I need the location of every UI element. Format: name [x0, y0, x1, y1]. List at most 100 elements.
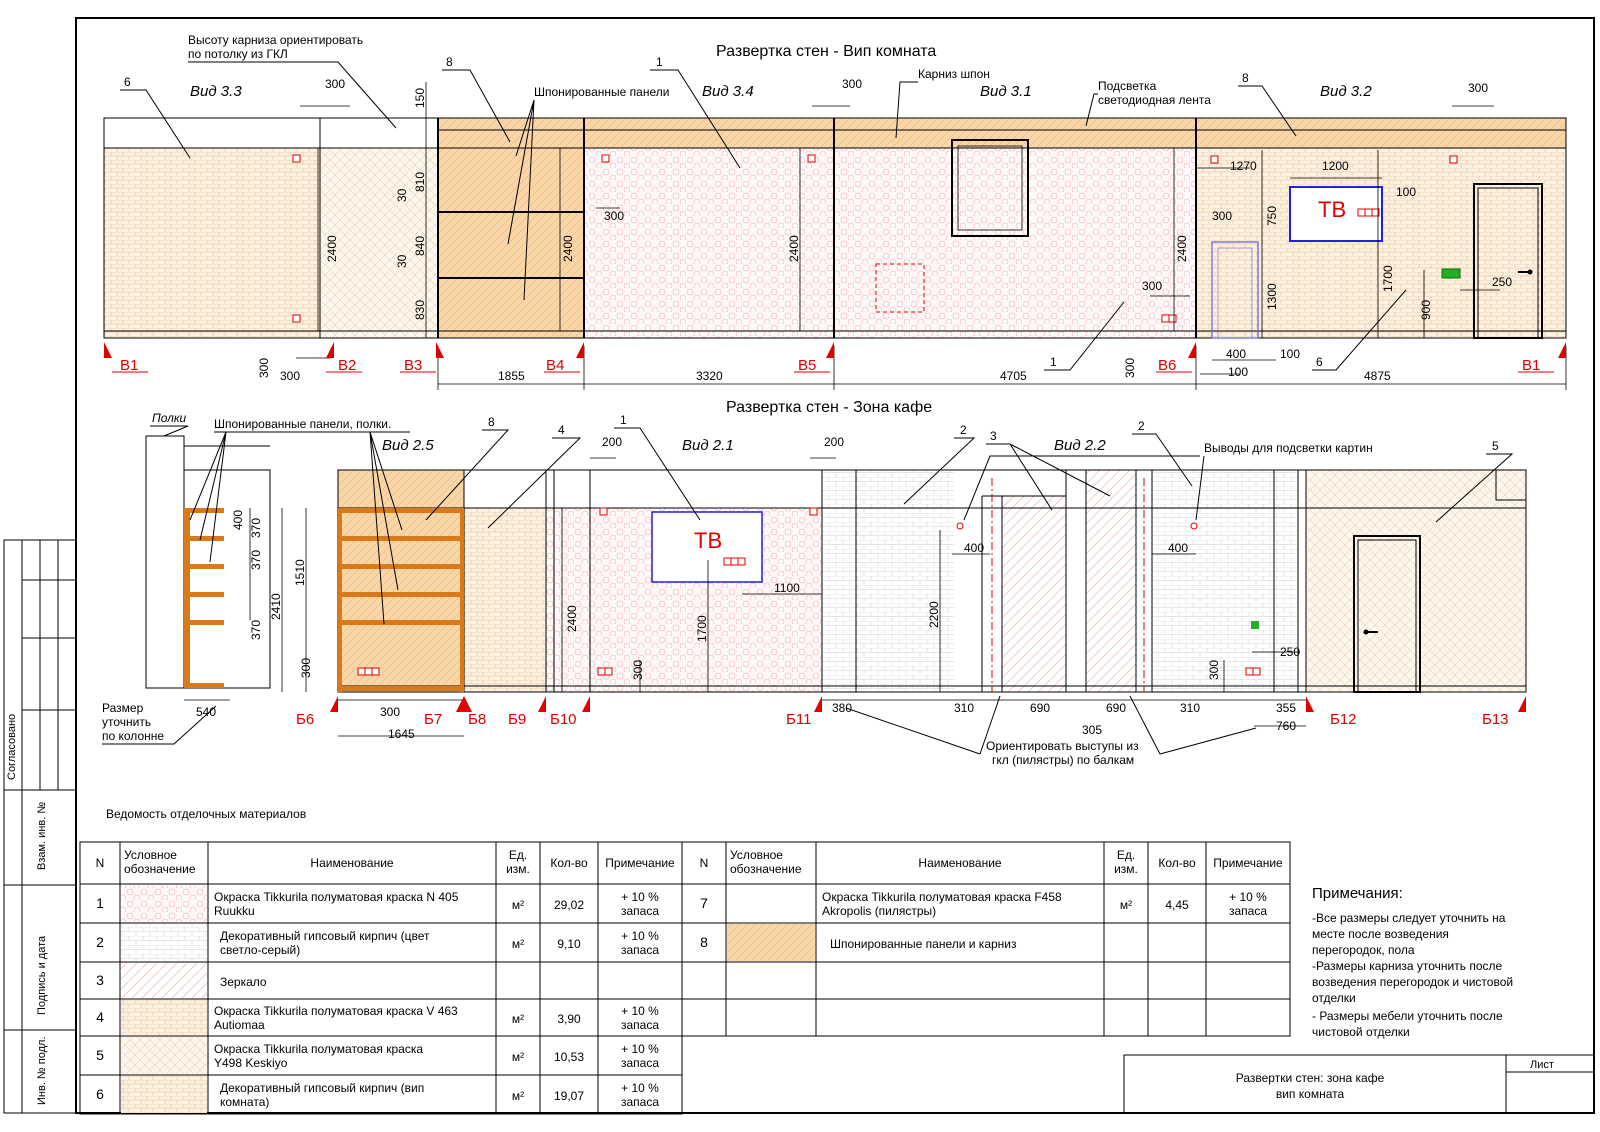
cornice-veneer: [438, 118, 1566, 148]
marker-b9: Б9: [508, 711, 526, 728]
note-line-5: возведения перегородок и чистовой: [1312, 975, 1513, 989]
note-pilasters-1: Ориентировать выступы из: [986, 739, 1139, 753]
dim-690-b: 690: [1106, 701, 1126, 715]
dim-400-b: 400: [964, 541, 984, 555]
socket-icon: [292, 314, 301, 323]
note-column-size-2: уточнить: [102, 715, 151, 729]
dim-310-b: 310: [1180, 701, 1200, 715]
note-cornice-veneer: Карниз шпон: [918, 67, 990, 81]
dim-1645: 1645: [388, 727, 415, 741]
dim-310-a: 310: [954, 701, 974, 715]
brick-grey-2: [1152, 470, 1298, 692]
dim-1855: 1855: [498, 369, 525, 383]
dim-540: 540: [196, 705, 216, 719]
marker-b11: Б11: [786, 711, 811, 728]
marker-b10: Б10: [550, 711, 577, 728]
socket-icon: [807, 154, 816, 163]
switch-icon-cafe: [1251, 621, 1259, 629]
leader-b-3: 3: [990, 429, 997, 443]
wall-segment-b2: [320, 148, 438, 338]
dim-4875: 4875: [1364, 369, 1391, 383]
mirror-1: [1002, 496, 1066, 692]
marker-v1-end: В1: [1522, 357, 1540, 374]
vip-brick-wall-1: [104, 148, 320, 338]
bottom-elevation: ТВ Вид 2.5 Вид 2.1 Вид 2.2 Полки Шпониро…: [102, 411, 1527, 767]
note-veneer-shelves: Шпонированные панели, полки.: [214, 417, 391, 431]
dim-30-a: 30: [395, 188, 409, 202]
dim-355: 355: [1276, 701, 1296, 715]
picture-light-2: [1190, 522, 1198, 530]
dim-300-d: 300: [604, 209, 624, 223]
tv-label-cafe: ТВ: [694, 528, 722, 553]
materials-title: Ведомость отделочных материалов: [106, 807, 306, 821]
note-line-8: чистовой отделки: [1312, 1025, 1410, 1039]
socket-icon: [1449, 155, 1458, 164]
swatch-4: [121, 1000, 207, 1035]
dim-300-c: 300: [1468, 81, 1488, 95]
marker-b13: Б13: [1482, 711, 1509, 728]
socket-icon: [1357, 208, 1366, 217]
stamp-sign-date: Подпись и дата: [36, 935, 48, 1015]
dim-2200: 2200: [927, 601, 941, 628]
note-cornice-height-2: по потолку из ГКЛ: [188, 47, 288, 61]
swatch-6: [121, 1076, 207, 1113]
dim-300-h: 300: [1212, 209, 1232, 223]
marker-v5: В5: [798, 357, 816, 374]
stamp-agreed: Согласовано: [6, 714, 18, 780]
note-shelves: Полки: [152, 411, 187, 425]
note-line-7: - Размеры мебели уточнить после: [1312, 1009, 1503, 1023]
leader-b-5: 5: [1492, 439, 1499, 453]
top-title: Развертка стен - Вип комната: [716, 43, 936, 60]
marker-b6: Б6: [296, 711, 314, 728]
dim-300-v2: 300: [1123, 358, 1137, 378]
dim-200-a: 200: [602, 435, 622, 449]
bottom-title: Развертка стен - Зона кафе: [726, 399, 932, 416]
note-line-1: -Все размеры следует уточнить на: [1312, 911, 1506, 925]
dim-300-b: 300: [842, 77, 862, 91]
stamp-inv-replace: Взам. инв. №: [36, 802, 48, 870]
marker-v4: В4: [546, 357, 564, 374]
dim-2410: 2410: [269, 593, 283, 620]
dim-200-b: 200: [824, 435, 844, 449]
swatch-1: [121, 885, 207, 922]
dim-300-b2: 300: [380, 705, 400, 719]
marker-v6: В6: [1158, 357, 1176, 374]
dim-760: 760: [1276, 719, 1296, 733]
tv-label-top: ТВ: [1318, 197, 1346, 222]
switch-icon: [1441, 268, 1461, 279]
note-line-2: месте после возведения: [1312, 927, 1449, 941]
stamp-inv-original: Инв. № подл.: [36, 1036, 48, 1105]
marker-b12: Б12: [1330, 711, 1357, 728]
note-lighting-1: Подсветка: [1098, 79, 1157, 93]
leader-1-a: 1: [656, 55, 663, 69]
note-veneer-panels: Шпонированные панели: [534, 85, 669, 99]
note-picture-lights: Выводы для подсветки картин: [1204, 441, 1373, 455]
dim-300-f: 300: [280, 369, 300, 383]
dim-370-b: 370: [249, 550, 263, 570]
view-2-1: Вид 2.1: [682, 437, 734, 454]
dim-300-b1: 300: [299, 658, 313, 678]
dim-400-c: 400: [1168, 541, 1188, 555]
dim-380: 380: [832, 701, 852, 715]
wall-autiomaa: [464, 508, 546, 692]
notes-block: Примечания: -Все размеры следует уточнит…: [1312, 885, 1513, 1039]
socket-icon: [1371, 208, 1380, 217]
socket-icon: [601, 154, 610, 163]
painted-wall-3-4: [584, 148, 1196, 338]
view-3-4: Вид 3.4: [702, 83, 754, 100]
dim-1700-cafe: 1700: [695, 615, 709, 642]
veneer-shelves-wall: [338, 470, 464, 692]
note-line-6: отделки: [1312, 991, 1356, 1005]
side-stamp: Согласовано Взам. инв. № Подпись и дата …: [3, 539, 77, 1114]
dim-2400-cafe: 2400: [565, 605, 579, 632]
note-cornice-height-1: Высоту карниза ориентировать: [188, 33, 363, 47]
leader-b-2a: 2: [960, 423, 967, 437]
dim-30-b: 30: [395, 254, 409, 268]
dim-830: 830: [413, 300, 427, 320]
leader-6-b: 6: [1316, 355, 1323, 369]
dim-2400-c: 2400: [787, 235, 801, 262]
note-lighting-2: светодиодная лента: [1098, 93, 1211, 107]
swatch-2: [121, 924, 207, 961]
dim-750: 750: [1265, 206, 1279, 226]
dim-400: 400: [231, 510, 245, 530]
